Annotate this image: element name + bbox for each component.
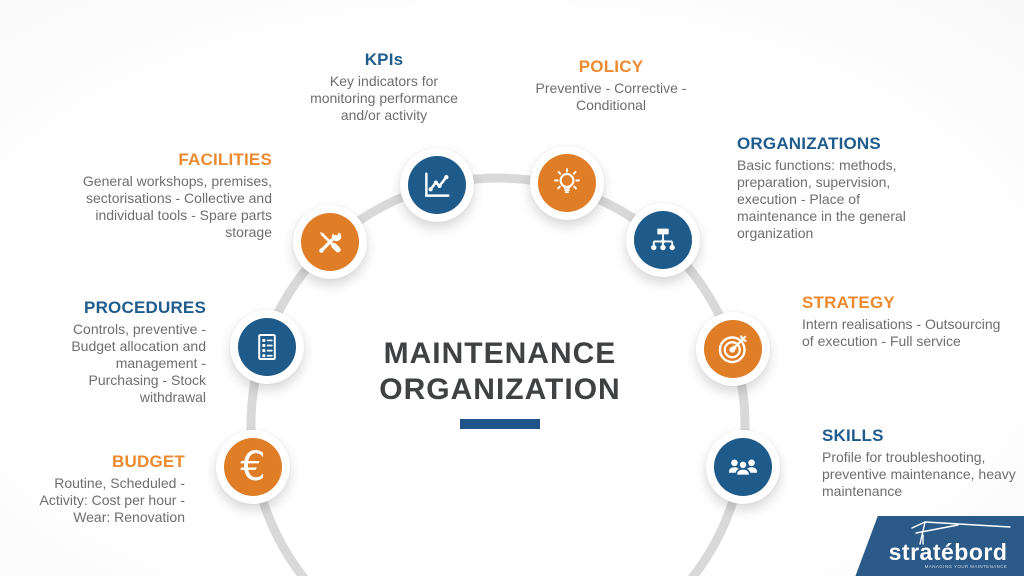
segment-organizations-description: Basic functions: methods, preparation, s… — [737, 157, 906, 241]
segment-organizations-title: ORGANIZATIONS — [737, 134, 881, 153]
checklist-icon — [250, 330, 284, 364]
segment-kpis-title: KPIs — [364, 50, 404, 69]
segment-procedures-title: PROCEDURES — [84, 298, 206, 317]
segment-budget-description: Routine, Scheduled - Activity: Cost per … — [39, 475, 186, 525]
segment-policy-node — [530, 146, 604, 220]
logo-tagline: MANAGING YOUR MAINTENANCE — [924, 564, 1008, 569]
logo-name: stratébord — [888, 539, 1008, 565]
segment-facilities-title: FACILITIES — [178, 150, 272, 169]
segment-facilities-description: General workshops, premises, sectorisati… — [82, 173, 272, 240]
segment-budget-title: BUDGET — [112, 452, 185, 471]
segment-skills-text: SKILLS Profile for troubleshooting, prev… — [822, 426, 1018, 500]
logo-stratebord: stratébord MANAGING YOUR MAINTENANCE — [855, 516, 1024, 576]
segment-skills-description: Profile for troubleshooting, preventive … — [822, 449, 1016, 499]
segment-facilities-node — [293, 205, 367, 279]
segment-policy-text: POLICY Preventive - Corrective - Conditi… — [520, 57, 702, 114]
lightbulb-icon — [550, 166, 584, 200]
segment-organizations-node — [626, 203, 700, 277]
segment-strategy-description: Intern realisations - Outsourcing of exe… — [802, 316, 1001, 349]
org-chart-icon — [646, 223, 680, 257]
title-underline — [460, 419, 540, 429]
segment-budget-text: BUDGET Routine, Scheduled - Activity: Co… — [35, 452, 186, 526]
segment-skills-title: SKILLS — [822, 426, 884, 445]
segment-strategy-title: STRATEGY — [802, 293, 895, 312]
segment-strategy-node — [696, 312, 770, 386]
segment-procedures-description: Controls, preventive - Budget allocation… — [71, 321, 206, 405]
team-icon — [725, 449, 761, 485]
diagram-title: MAINTENANCE ORGANIZATION — [352, 336, 648, 429]
segment-kpis-node — [400, 148, 474, 222]
euro-icon: € — [240, 444, 266, 490]
diagram-title-line2: ORGANIZATION — [379, 373, 621, 406]
target-icon — [715, 331, 751, 367]
segment-facilities-text: FACILITIES General workshops, premises, … — [82, 150, 272, 241]
segment-procedures-node — [230, 310, 304, 384]
segment-strategy-text: STRATEGY Intern realisations - Outsourci… — [802, 293, 1007, 350]
tools-icon — [312, 224, 348, 260]
segment-skills-node — [706, 430, 780, 504]
segment-procedures-text: PROCEDURES Controls, preventive - Budget… — [46, 298, 206, 406]
segment-kpis-description: Key indicators for monitoring performanc… — [310, 73, 458, 123]
segment-organizations-text: ORGANIZATIONS Basic functions: methods, … — [737, 134, 937, 242]
segment-kpis-text: KPIs Key indicators for monitoring perfo… — [296, 50, 472, 124]
segment-policy-description: Preventive - Corrective - Conditional — [535, 80, 687, 113]
segment-policy-title: POLICY — [578, 57, 644, 76]
line-chart-icon — [420, 168, 454, 202]
segment-budget-node: € — [216, 430, 290, 504]
crane-icon — [911, 521, 1011, 545]
diagram-title-line1: MAINTENANCE — [383, 337, 617, 370]
